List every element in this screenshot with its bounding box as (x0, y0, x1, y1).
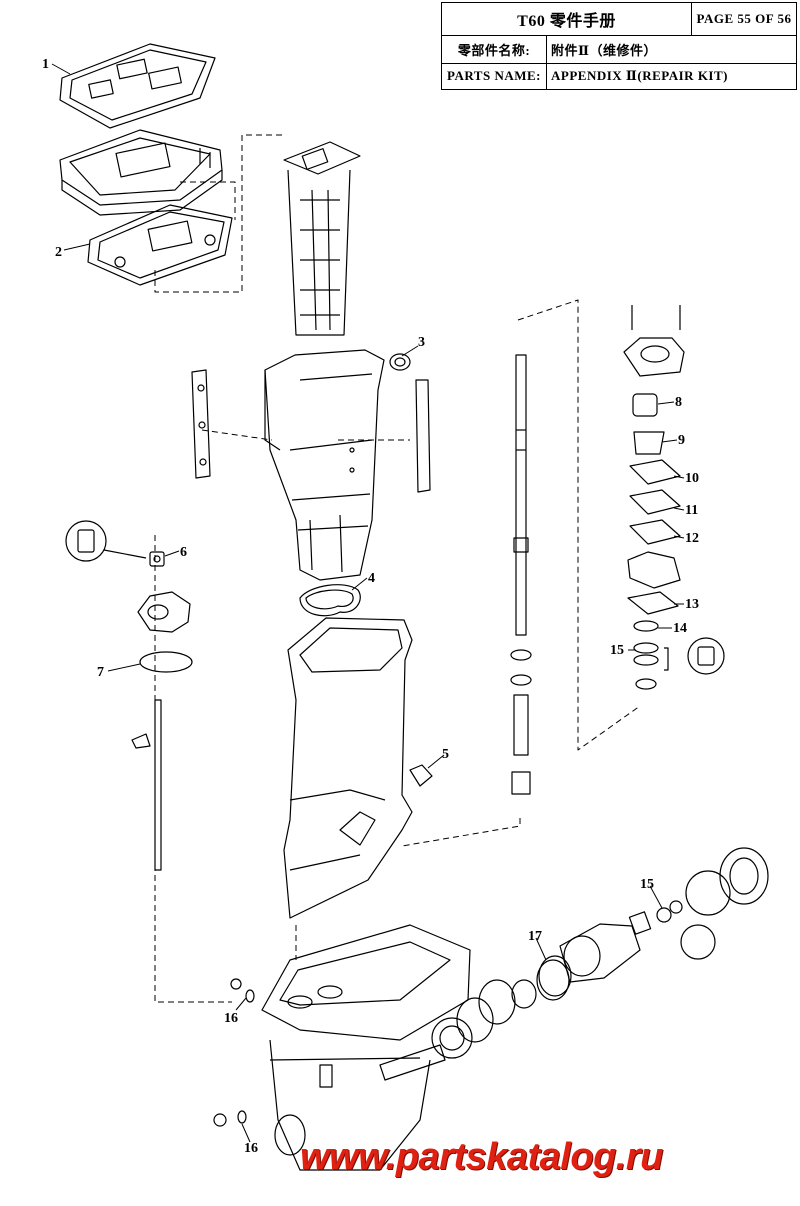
detail-circle-15-shaft (680, 924, 716, 960)
part-2-lower-gasket (87, 204, 233, 286)
callout-5: 5 (442, 747, 449, 762)
title-row: T60 零件手册 PAGE 55 OF 56 (442, 3, 796, 36)
callout-17: 17 (528, 929, 542, 944)
callout-4: 4 (368, 571, 375, 586)
callout-16-upper: 16 (224, 1011, 238, 1026)
callout-7: 7 (97, 665, 104, 680)
callout-leaders (51, 63, 685, 1143)
callout-11: 11 (685, 503, 698, 518)
callout-8: 8 (675, 395, 682, 410)
callout-1: 1 (42, 57, 49, 72)
callout-12: 12 (685, 531, 699, 546)
part-lower-casing (283, 617, 413, 919)
part-name-label-cn: 零部件名称: (442, 35, 547, 63)
part-left-plate (191, 369, 211, 479)
detail-circle-6 (65, 520, 147, 562)
part-cover-plate (59, 129, 223, 216)
part-4-seal (299, 584, 361, 617)
part-upper-casing (264, 349, 385, 581)
callout-16-lower: 16 (244, 1141, 258, 1156)
part-7-o-ring (139, 651, 193, 673)
part-propeller-shaft-parts (379, 847, 769, 1081)
page-number: PAGE 55 OF 56 (696, 11, 792, 26)
part-right-plate (415, 379, 431, 493)
callout-13: 13 (685, 597, 699, 612)
title-block: T60 零件手册 PAGE 55 OF 56 零部件名称: 附件Ⅱ（维修件） P… (441, 2, 797, 90)
part-16-drain-screw-lower (213, 1110, 247, 1127)
part-name-cn-row: 零部件名称: 附件Ⅱ（维修件） (442, 35, 796, 64)
part-bearing-stack (510, 649, 532, 795)
callout-14: 14 (673, 621, 687, 636)
callout-9: 9 (678, 433, 685, 448)
callout-6: 6 (180, 545, 187, 560)
part-16-drain-screw-upper (230, 978, 255, 1003)
part-gearcase (261, 924, 471, 1171)
part-5-fitting (409, 764, 433, 787)
part-shift-rod (131, 699, 162, 871)
part-name-value-en: APPENDIX Ⅱ(REPAIR KIT) (551, 68, 728, 83)
part-1-top-gasket (59, 43, 216, 129)
callout-numbers: 1 2 3 4 5 6 7 8 9 10 11 12 13 14 15 15 1… (42, 57, 699, 1156)
part-17-o-ring (538, 955, 572, 997)
part-water-pump (623, 305, 685, 690)
manual-title: T60 零件手册 (442, 3, 692, 35)
detail-circle-15-pump (664, 637, 725, 675)
part-exhaust-guide (283, 141, 361, 336)
part-name-label-en: PARTS NAME: (442, 63, 547, 89)
callout-15-pump: 15 (610, 643, 624, 658)
callout-2: 2 (55, 245, 62, 260)
part-water-tube-housing (137, 591, 191, 633)
part-drive-shaft (513, 354, 529, 636)
part-3-grommet (389, 353, 411, 371)
part-6-cap (149, 551, 165, 567)
part-name-value-cn: 附件Ⅱ（维修件） (551, 42, 657, 58)
callout-3: 3 (418, 335, 425, 350)
watermark: www.partskatalog.ru (300, 1136, 663, 1178)
callout-10: 10 (685, 471, 699, 486)
part-name-en-row: PARTS NAME: APPENDIX Ⅱ(REPAIR KIT) (442, 63, 796, 89)
callout-15-shaft: 15 (640, 877, 654, 892)
assembly-guide-lines (154, 134, 641, 1003)
